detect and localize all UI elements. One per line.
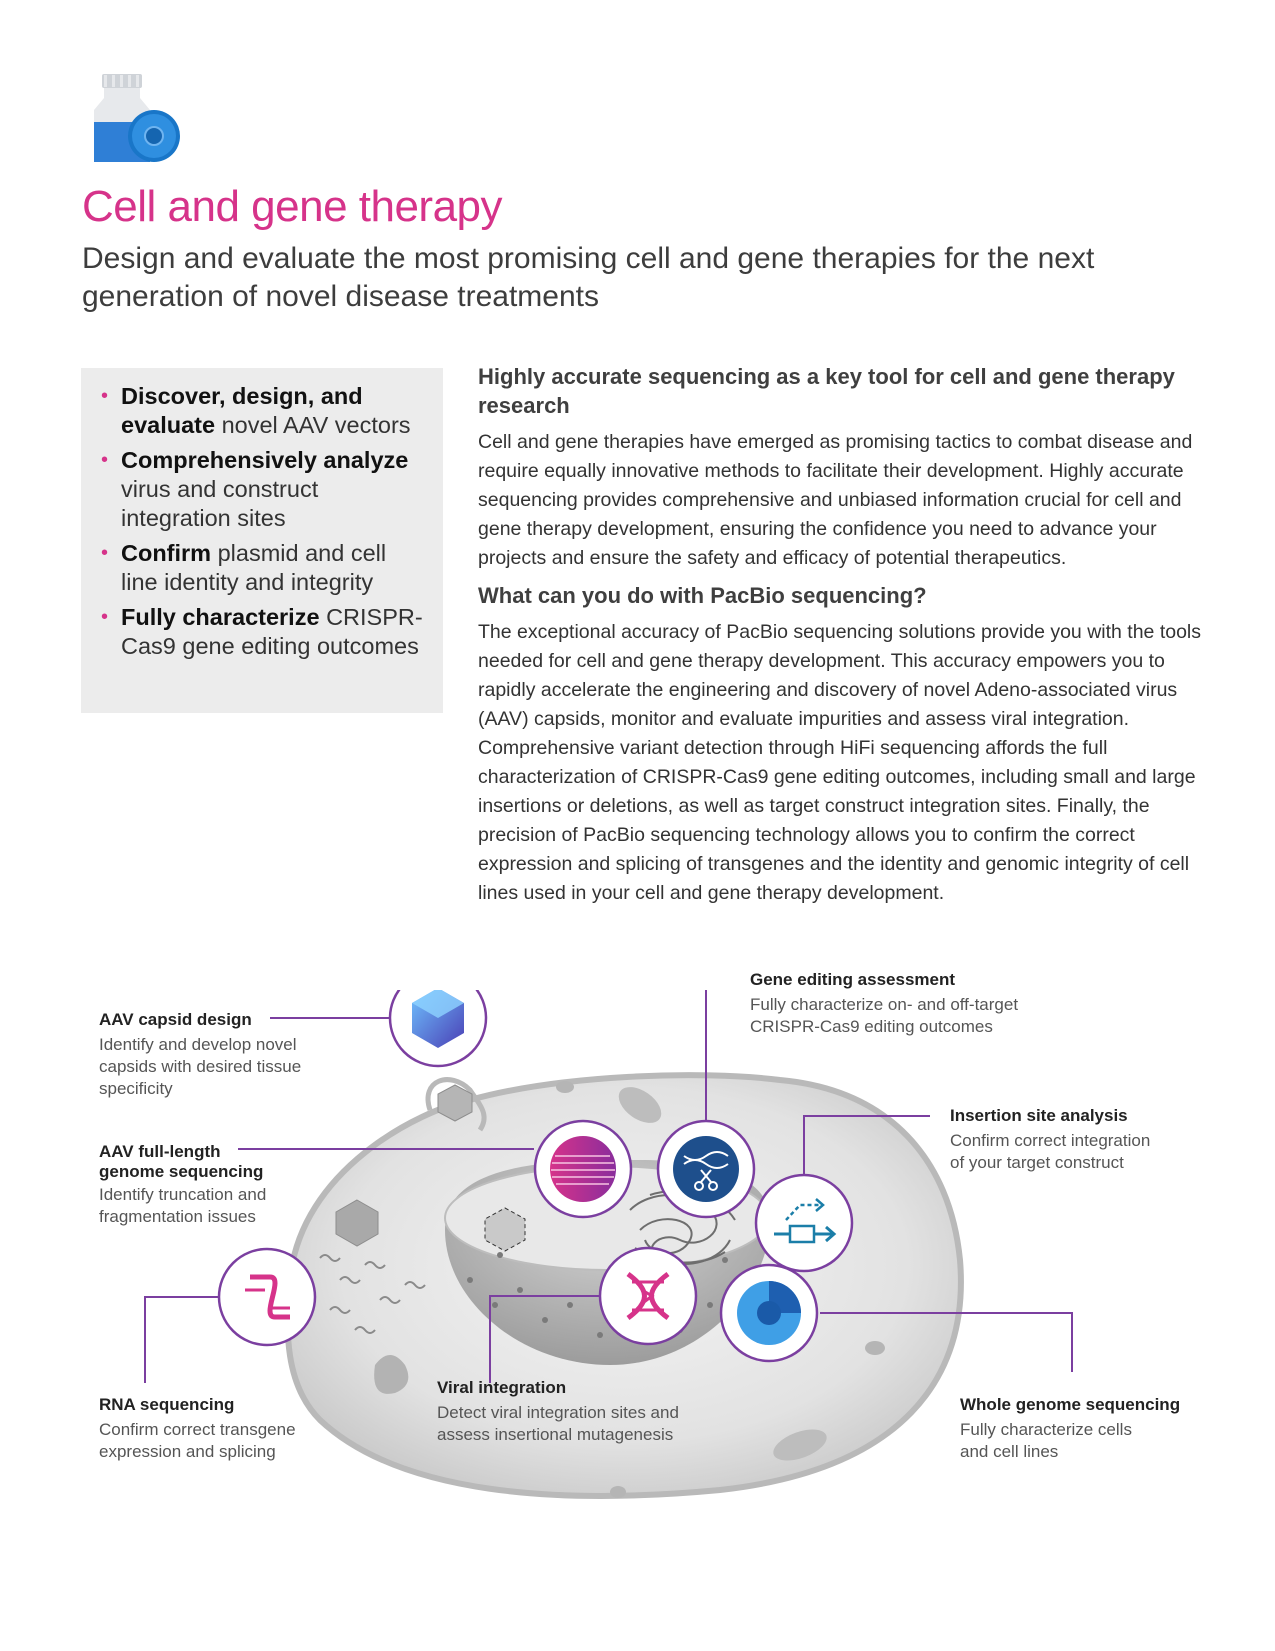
page-title: Cell and gene therapy bbox=[82, 182, 503, 231]
label-whole-genome: Whole genome sequencing Fully characteri… bbox=[960, 1395, 1181, 1461]
rna-icon bbox=[217, 1247, 317, 1347]
section-heading: What can you do with PacBio sequencing? bbox=[478, 583, 927, 608]
label-viral-integration: Viral integration Detect viral integrati… bbox=[437, 1378, 679, 1444]
viral-integration-icon bbox=[598, 1246, 698, 1346]
section-paragraph: The exceptional accuracy of PacBio seque… bbox=[478, 621, 1202, 904]
highlight-item: Confirm plasmid and cell line identity a… bbox=[101, 539, 427, 597]
label-aav-full-length: AAV full-length genome sequencing Identi… bbox=[99, 1142, 267, 1226]
highlight-item: Discover, design, and evaluate novel AAV… bbox=[101, 382, 427, 440]
sequencing-dna-icon bbox=[533, 1119, 633, 1219]
page-subtitle: Design and evaluate the most promising c… bbox=[82, 242, 1095, 313]
capsid-icon bbox=[388, 968, 488, 1068]
cell-illustration bbox=[144, 968, 1073, 1499]
dna-scissors-icon bbox=[656, 1119, 756, 1219]
label-insertion-site: Insertion site analysis Confirm correct … bbox=[950, 1106, 1151, 1172]
connector-lines bbox=[144, 987, 1073, 1383]
highlight-item: Comprehensively analyze virus and constr… bbox=[101, 446, 427, 533]
genome-sphere-icon bbox=[719, 1263, 819, 1363]
label-rna-sequencing: RNA sequencing Confirm correct transgene… bbox=[99, 1395, 296, 1461]
bottle-and-cell-icon bbox=[94, 74, 180, 162]
capsid-shape bbox=[335, 1199, 379, 1247]
highlight-item: Fully characterize CRISPR-Cas9 gene edit… bbox=[101, 603, 427, 661]
section-paragraph: Cell and gene therapies have emerged as … bbox=[478, 431, 1193, 569]
highlights-box: Discover, design, and evaluate novel AAV… bbox=[81, 368, 443, 713]
label-aav-capsid: AAV capsid design Identify and develop n… bbox=[99, 1010, 302, 1098]
cell-diagram: AAV capsid design Identify and develop n… bbox=[0, 968, 1275, 1530]
label-gene-editing: Gene editing assessment Fully characteri… bbox=[750, 970, 1019, 1036]
insertion-arrows-icon bbox=[754, 1173, 854, 1273]
main-content: Highly accurate sequencing as a key tool… bbox=[478, 362, 1208, 916]
section-heading: Highly accurate sequencing as a key tool… bbox=[478, 364, 1175, 418]
